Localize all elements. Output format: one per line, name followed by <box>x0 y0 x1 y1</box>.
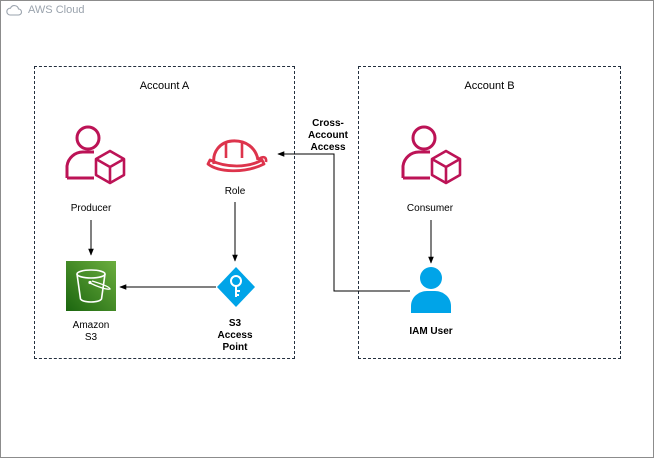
cross-account-access-arrow <box>277 151 410 292</box>
aws-cloud-title: AWS Cloud <box>28 4 85 16</box>
consumer-label: Consumer <box>406 203 454 214</box>
role-label: Role <box>224 186 246 197</box>
aws-cloud-header: AWS Cloud <box>6 4 84 16</box>
access-point-label-line2: Access <box>217 330 253 341</box>
cross-account-label-line1: Cross- <box>312 118 344 129</box>
cloud-icon <box>6 5 22 16</box>
producer-label: Producer <box>70 203 112 214</box>
access-point-label: S3 Access Point <box>200 318 270 354</box>
s3-label-line1: Amazon <box>72 320 110 331</box>
account-a-title: Account A <box>139 80 190 92</box>
access-point-label-line3: Point <box>222 342 248 353</box>
hard-hat-icon <box>206 139 268 173</box>
cross-account-label-line2: Account <box>308 130 348 141</box>
cross-account-label-line3: Access <box>310 142 346 153</box>
iam-user-label: IAM User <box>409 326 453 337</box>
bucket-icon <box>66 261 116 311</box>
s3-label: Amazon S3 <box>56 320 126 344</box>
access-point-label-line1: S3 <box>228 318 242 329</box>
account-b-title: Account B <box>464 80 515 92</box>
account-b-group: Account B <box>358 66 621 359</box>
user-package-icon <box>65 125 126 185</box>
account-a-group: Account A <box>34 66 295 359</box>
key-diamond-icon <box>217 267 255 307</box>
user-icon <box>411 267 451 313</box>
s3-label-line2: S3 <box>84 332 98 343</box>
user-package-icon <box>401 125 462 185</box>
cross-account-label: Cross- Account Access <box>290 118 366 154</box>
